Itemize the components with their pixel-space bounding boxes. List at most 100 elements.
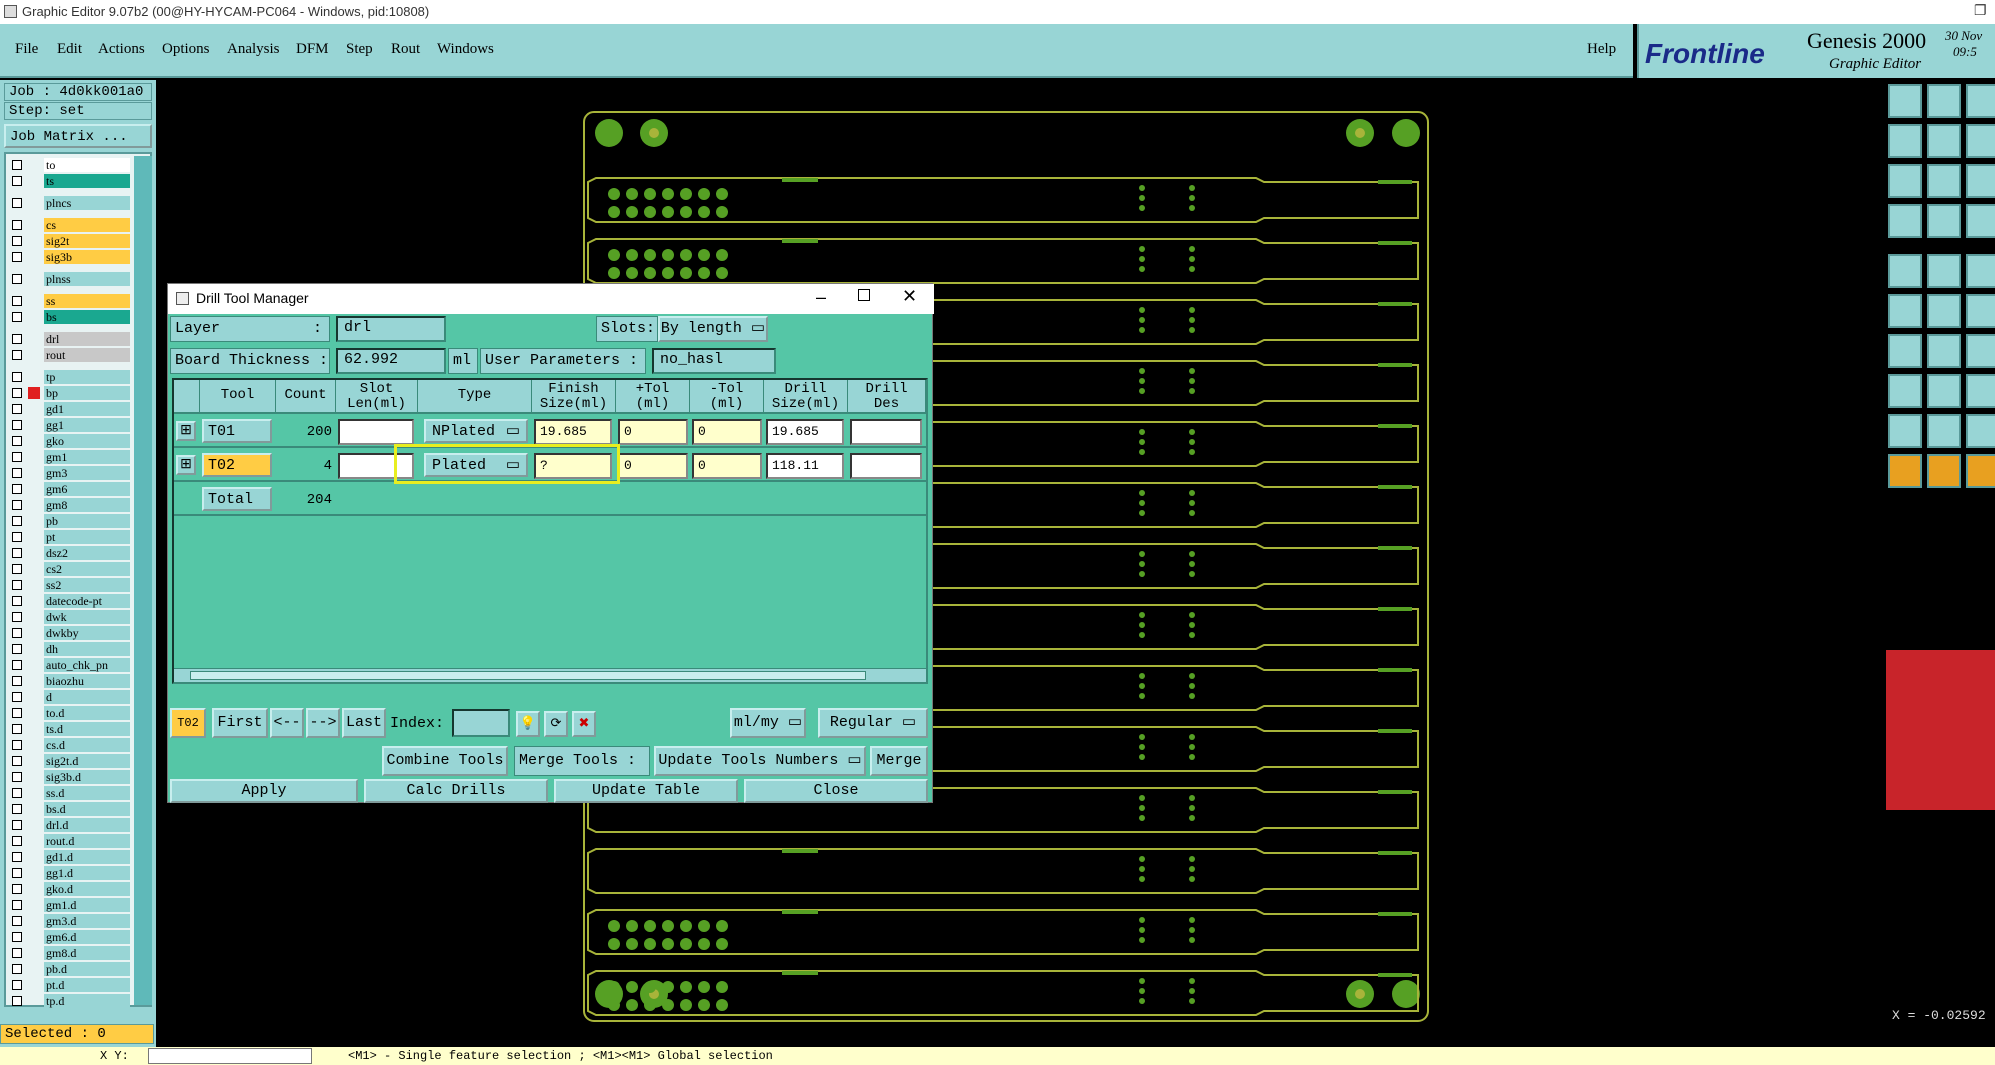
layer-checkbox[interactable] [12,980,22,990]
menu-windows[interactable]: Windows [437,41,494,57]
menu-dfm[interactable]: DFM [296,41,329,57]
dot-icon[interactable] [1888,254,1922,288]
layer-checkbox[interactable] [12,580,22,590]
lightbulb-icon[interactable]: 💡 [516,711,540,737]
prev-button[interactable]: <-- [270,708,304,738]
layer-checkbox[interactable] [12,252,22,262]
layer-checkbox[interactable] [12,160,22,170]
shape-icon[interactable] [1927,254,1961,288]
drill-size-input[interactable]: 19.685 [766,419,844,445]
apply-button[interactable]: Apply [170,779,358,803]
xy-input[interactable] [148,1048,312,1064]
preview-thumbnail[interactable] [1886,650,1995,810]
layer-checkbox[interactable] [12,676,22,686]
slot-length-input[interactable] [338,453,414,479]
layer-checkbox[interactable] [12,868,22,878]
plus-tol-input[interactable]: 0 [618,453,688,479]
layer-checkbox[interactable] [12,548,22,558]
combine-tools-button[interactable]: Combine Tools [382,746,508,776]
tool-name[interactable]: T02 [202,453,272,477]
pointer2-icon[interactable] [1927,454,1961,488]
layer-scrollbar[interactable] [134,156,152,1005]
fit-right-icon[interactable] [1927,124,1961,158]
minus-tol-input[interactable]: 0 [692,453,762,479]
menu-edit[interactable]: Edit [57,41,82,57]
layer-checkbox[interactable] [12,660,22,670]
layer-checkbox[interactable] [12,596,22,606]
layer-checkbox[interactable] [12,628,22,638]
layer-checkbox[interactable] [12,788,22,798]
table-row[interactable]: ⊞ T02 4 Plated▭ ? 0 0 118.11 [174,444,926,484]
last-button[interactable]: Last [342,708,386,738]
layer-checkbox[interactable] [12,220,22,230]
layer-checkbox[interactable] [12,516,22,526]
layer-checkbox[interactable] [12,198,22,208]
cross-icon[interactable] [1927,294,1961,328]
type-dropdown[interactable]: Plated▭ [424,453,528,477]
home-icon[interactable] [1966,84,1995,118]
fit-left-icon[interactable] [1888,124,1922,158]
arc-icon[interactable] [1966,294,1995,328]
hscroll-thumb[interactable] [190,671,866,680]
layer-checkbox[interactable] [12,532,22,542]
zoom-ratio-icon[interactable] [1966,164,1995,198]
grid-icon[interactable] [1927,204,1961,238]
layer-checkbox[interactable] [12,804,22,814]
job-matrix-button[interactable]: Job Matrix ... [4,124,152,148]
layer-checkbox[interactable] [12,484,22,494]
menu-rout[interactable]: Rout [391,41,421,57]
layer-checkbox[interactable] [12,404,22,414]
menu-step[interactable]: Step [346,41,373,57]
zoom-fit-icon[interactable] [1888,164,1922,198]
pointer-icon[interactable] [1888,454,1922,488]
next-button[interactable]: --> [306,708,340,738]
close-button[interactable]: Close [744,779,928,803]
layer-checkbox[interactable] [12,996,22,1006]
zoom-center-icon[interactable] [1927,164,1961,198]
align-icon[interactable] [1966,374,1995,408]
pointer3-icon[interactable] [1966,454,1995,488]
dash-icon[interactable] [1927,374,1961,408]
minus-tol-input[interactable]: 0 [692,419,762,445]
expand-row-button[interactable]: ⊞ [176,455,196,475]
line-icon[interactable] [1888,334,1922,368]
units-dropdown[interactable]: ml/my ▭ [730,708,806,738]
layer-checkbox[interactable] [12,372,22,382]
type-dropdown[interactable]: NPlated▭ [424,419,528,443]
layer-checkbox[interactable] [12,564,22,574]
layer-checkbox[interactable] [12,772,22,782]
calc-drills-button[interactable]: Calc Drills [364,779,548,803]
drill-des-input[interactable] [850,453,922,479]
first-button[interactable]: First [212,708,268,738]
layer-checkbox[interactable] [12,932,22,942]
triangle2-icon[interactable] [1927,414,1961,448]
menu-help[interactable]: Help [1587,41,1617,57]
layer-checkbox[interactable] [12,274,22,284]
menu-actions[interactable]: Actions [98,41,145,57]
layer-checkbox[interactable] [12,452,22,462]
layer-checkbox[interactable] [12,884,22,894]
merge-button[interactable]: Merge [870,746,928,776]
layer-checkbox[interactable] [12,612,22,622]
line2-icon[interactable] [1927,334,1961,368]
slots-dropdown[interactable]: By length ▭ [658,316,768,342]
open-icon[interactable] [1888,84,1922,118]
layer-checkbox[interactable] [12,644,22,654]
layer-checkbox[interactable] [12,724,22,734]
restore-icon[interactable]: ❐ [1974,2,1987,18]
layer-checkbox[interactable] [12,236,22,246]
layer-checkbox[interactable] [12,468,22,478]
menu-file[interactable]: File [15,41,39,57]
plus-tol-input[interactable]: 0 [618,419,688,445]
layer-checkbox[interactable] [12,708,22,718]
layer-checkbox[interactable] [12,176,22,186]
save-icon[interactable] [1927,84,1961,118]
curve-icon[interactable] [1966,334,1995,368]
minimize-icon[interactable]: – [816,287,827,307]
layer-checkbox[interactable] [12,820,22,830]
table-hscrollbar[interactable] [174,668,926,682]
zoom-1-icon[interactable] [1966,124,1995,158]
layer-checkbox[interactable] [12,756,22,766]
menu-analysis[interactable]: Analysis [227,41,280,57]
layers-icon[interactable] [1888,204,1922,238]
